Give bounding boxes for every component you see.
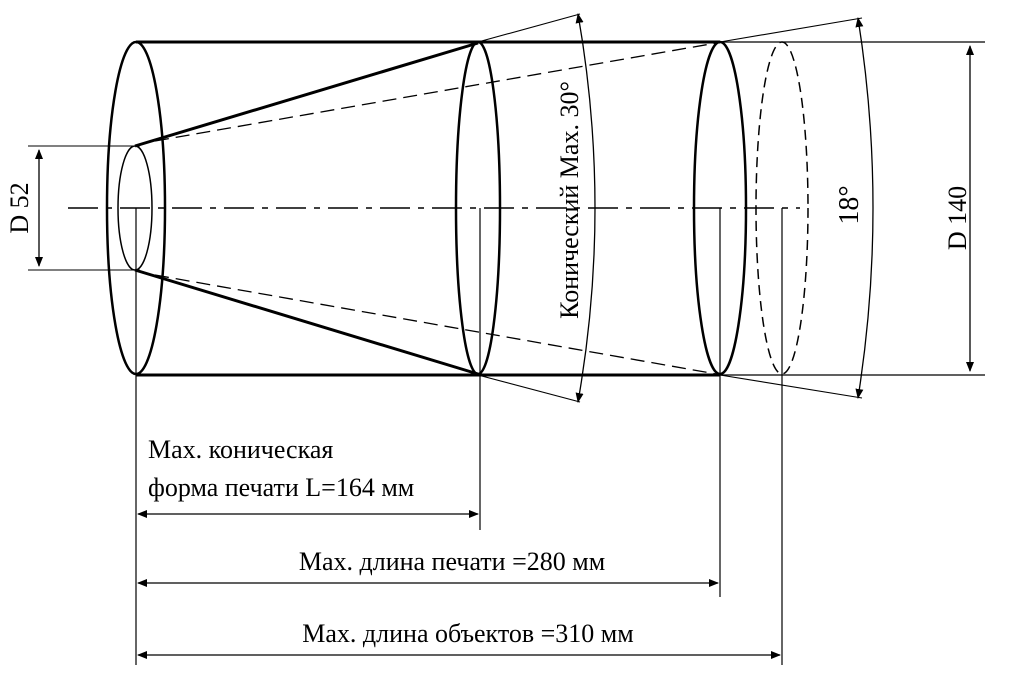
label-d140: D 140	[943, 186, 972, 250]
object-end-ellipse	[755, 41, 809, 375]
angle30-ray-top	[477, 13, 581, 43]
label-object-length: Max. длина объектов =310 мм	[302, 619, 633, 648]
label-cone-length-line1: Max. коническая	[148, 435, 333, 464]
cone-bottom-line	[134, 268, 479, 376]
label-angle-18: 18°	[834, 185, 865, 224]
cone-top-line	[134, 41, 479, 148]
angle18-arc	[855, 17, 874, 399]
label-conical-angle: Конический Max. 30°	[555, 81, 584, 319]
angle18-ray-top	[719, 17, 863, 43]
cone-bottom-dashed	[154, 274, 723, 376]
cone-top-dashed	[154, 41, 723, 142]
angle30-arc	[575, 13, 596, 403]
label-print-length: Max. длина печати =280 мм	[299, 547, 605, 576]
label-cone-length-line2: форма печати L=164 мм	[148, 473, 414, 502]
angle30-ray-bottom	[477, 374, 581, 403]
angle18-ray-bottom	[719, 374, 863, 399]
label-d52: D 52	[5, 182, 34, 233]
